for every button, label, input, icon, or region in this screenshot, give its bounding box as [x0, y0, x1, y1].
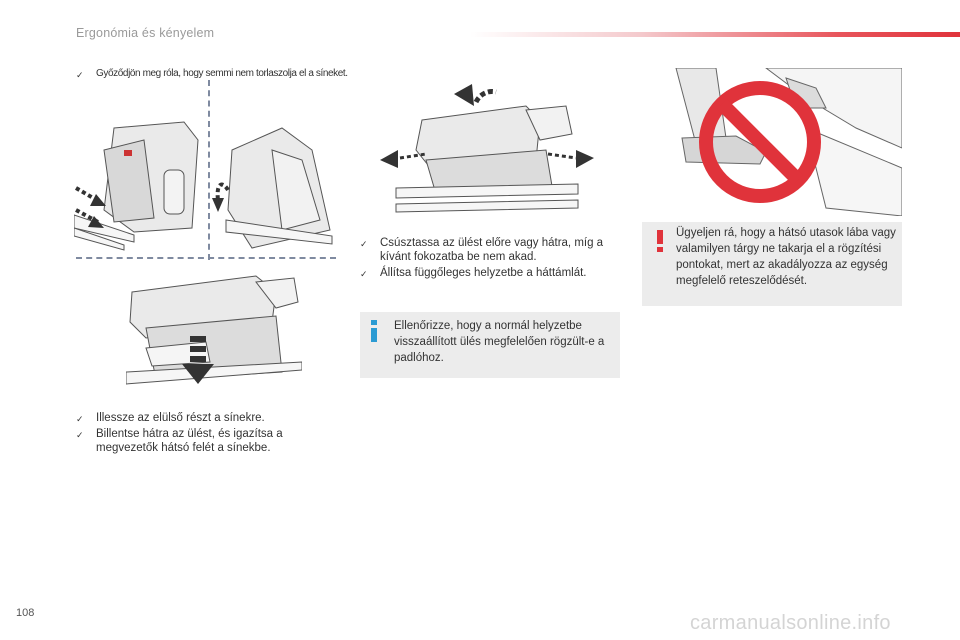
left-step-2-text: Billentse hátra az ülést, és igazítsa a …: [96, 428, 283, 454]
feet-near-anchorage-prohibited-illustration: [656, 68, 902, 216]
seat-front-fitting-illustration: [74, 121, 199, 251]
left-step-1: ✓ Illessze az elülső részt a sínekre.: [76, 411, 326, 426]
info-box-text: Ellenőrizze, hogy a normál helyzetbe vis…: [394, 320, 605, 364]
figure-divider-horizontal: [76, 257, 336, 259]
left-step-2: ✓ Billentse hátra az ülést, és igazítsa …: [76, 427, 326, 455]
middle-step-2-text: Állítsa függőleges helyzetbe a háttámlát…: [380, 267, 587, 279]
warning-box: Ügyeljen rá, hogy a hátsó utasok lába va…: [642, 222, 902, 306]
middle-step-1: ✓ Csúsztassa az ülést előre vagy hátra, …: [360, 236, 618, 264]
header-accent-bar: [470, 32, 960, 37]
seat-lower-onto-rails-illustration: [126, 275, 302, 385]
warning-box-text: Ügyeljen rá, hogy a hátsó utasok lába va…: [676, 227, 896, 287]
warning-icon: [657, 230, 663, 252]
middle-step-1-text: Csúsztassa az ülést előre vagy hátra, mí…: [380, 237, 604, 263]
rail-note: ✓ Győződjön meg róla, hogy semmi nem tor…: [76, 67, 366, 82]
bullet-marker-icon: ✓: [76, 414, 84, 424]
info-box: Ellenőrizze, hogy a normál helyzetbe vis…: [360, 312, 620, 378]
page-number: 108: [16, 607, 35, 619]
bullet-marker-icon: ✓: [76, 430, 84, 440]
info-icon: [371, 320, 377, 342]
seat-tilt-back-illustration: [212, 127, 333, 249]
watermark: carmanualsonline.info: [690, 612, 891, 634]
section-title: Ergonómia és kényelem: [76, 26, 215, 40]
bullet-marker-icon: ✓: [76, 70, 84, 80]
figure-divider-vertical: [208, 80, 210, 260]
seat-slide-illustration: [380, 84, 594, 213]
bullet-marker-icon: ✓: [360, 239, 368, 249]
left-step-1-text: Illessze az elülső részt a sínekre.: [96, 412, 265, 424]
bullet-marker-icon: ✓: [360, 269, 368, 279]
middle-step-2: ✓ Állítsa függőleges helyzetbe a háttáml…: [360, 266, 618, 281]
rail-note-text: Győződjön meg róla, hogy semmi nem torla…: [96, 68, 348, 79]
